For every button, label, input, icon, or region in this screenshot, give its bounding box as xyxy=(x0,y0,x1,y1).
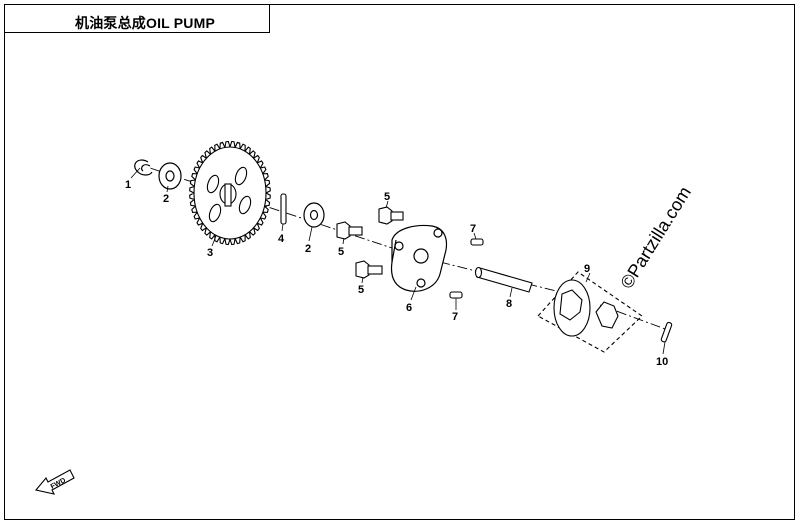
callout-4: 4 xyxy=(278,233,285,245)
pin-10 xyxy=(660,321,673,343)
drive-gear xyxy=(189,140,271,246)
bolt-5c xyxy=(355,260,383,279)
callout-5a: 5 xyxy=(384,191,390,203)
rotor-set xyxy=(537,271,643,353)
callout-5c: 5 xyxy=(358,284,364,296)
title-box: 机油泵总成OIL PUMP xyxy=(4,4,270,33)
callouts: 1 2 3 4 2 5 5 5 6 7 7 8 9 10 xyxy=(125,179,668,368)
callout-6: 6 xyxy=(406,302,412,314)
pin-4 xyxy=(280,193,287,225)
callout-2a: 2 xyxy=(163,193,169,205)
fwd-arrow-icon: FWD xyxy=(34,469,75,495)
washer-right xyxy=(303,202,325,228)
bolt-5b xyxy=(336,221,363,240)
callout-7a: 7 xyxy=(470,223,476,235)
leader-lines xyxy=(130,167,666,355)
callout-8: 8 xyxy=(506,298,512,310)
pump-shaft xyxy=(474,266,533,293)
callout-7b: 7 xyxy=(452,311,458,323)
callout-5b: 5 xyxy=(338,246,344,258)
page-title: 机油泵总成OIL PUMP xyxy=(75,15,216,31)
callout-1: 1 xyxy=(125,179,131,191)
callout-9: 9 xyxy=(584,263,590,275)
circlip xyxy=(134,159,153,176)
washer-left xyxy=(158,162,182,190)
bolt-5a xyxy=(378,206,404,225)
watermark: ©Partzilla.com xyxy=(616,183,695,292)
callout-2b: 2 xyxy=(305,243,311,255)
callout-3: 3 xyxy=(207,247,213,259)
dowel-7a xyxy=(470,238,484,246)
dowel-7b xyxy=(449,291,463,299)
diagram-border xyxy=(4,4,795,520)
callout-10: 10 xyxy=(656,356,668,368)
pump-cover xyxy=(390,224,448,292)
